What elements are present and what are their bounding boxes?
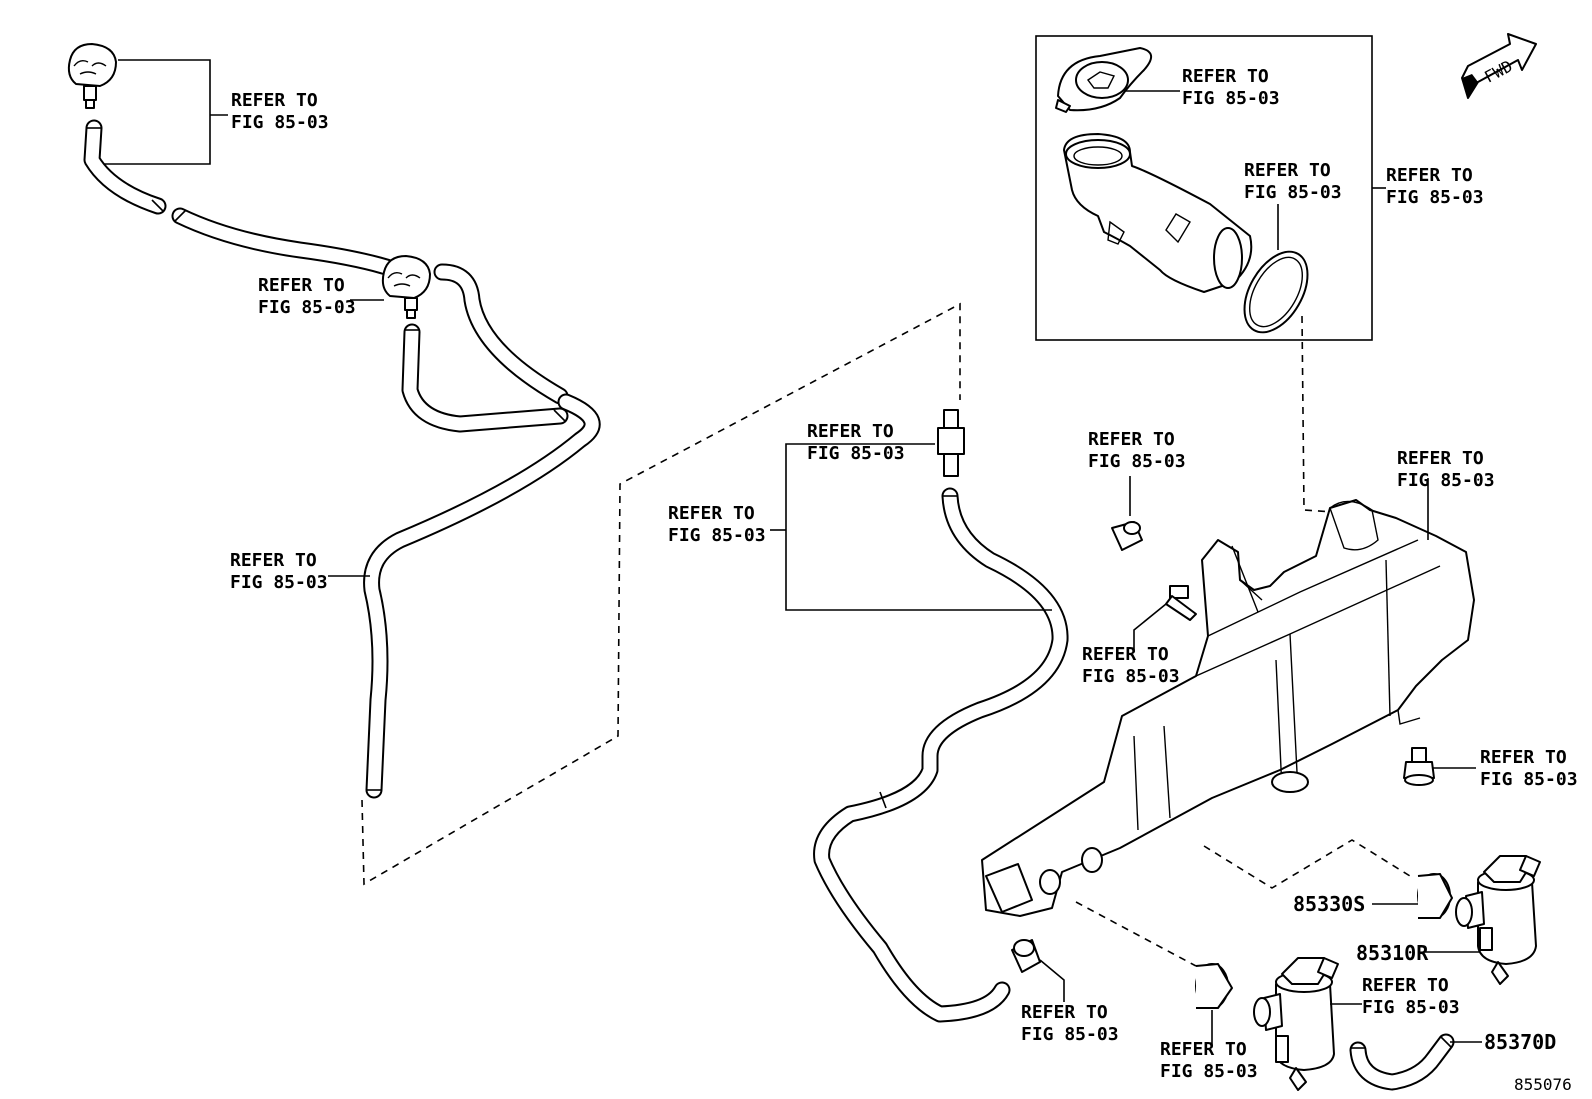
- svg-text:REFER TO: REFER TO: [1160, 1039, 1247, 1060]
- svg-text:FIG 85-03: FIG 85-03: [1362, 997, 1460, 1018]
- washer-hose-center: [813, 487, 1069, 1023]
- callout-bolt-right: REFER TO FIG 85-03: [1480, 747, 1578, 790]
- svg-text:REFER TO: REFER TO: [1362, 975, 1449, 996]
- bolt-right: [1403, 747, 1435, 786]
- fwd-arrow-icon: FWD: [1461, 33, 1537, 99]
- svg-text:FIG 85-03: FIG 85-03: [668, 525, 766, 546]
- svg-text:FIG 85-03: FIG 85-03: [230, 572, 328, 593]
- svg-text:REFER TO: REFER TO: [1386, 165, 1473, 186]
- washer-nozzle-right: [381, 255, 431, 319]
- callout-tank: REFER TO FIG 85-03: [1397, 448, 1495, 491]
- svg-text:REFER TO: REFER TO: [230, 550, 317, 571]
- callout-grommet-top: REFER TO FIG 85-03: [1088, 429, 1186, 472]
- callout-gasket: REFER TO FIG 85-03: [1244, 160, 1342, 203]
- callout-bolt-upper: REFER TO FIG 85-03: [1082, 644, 1180, 687]
- svg-text:FIG 85-03: FIG 85-03: [1082, 666, 1180, 687]
- callout-hose-left: REFER TO FIG 85-03: [230, 550, 328, 593]
- callout-cap: REFER TO FIG 85-03: [1182, 66, 1280, 109]
- part-number-hose: 85370D: [1484, 1030, 1556, 1054]
- washer-nozzle-left: [67, 43, 117, 109]
- svg-text:FIG 85-03: FIG 85-03: [807, 443, 905, 464]
- svg-text:REFER TO: REFER TO: [1397, 448, 1484, 469]
- svg-text:FIG 85-03: FIG 85-03: [1160, 1061, 1258, 1082]
- part-number-grommet: 85330S: [1293, 892, 1365, 916]
- washer-hose-left-assembly: [83, 119, 601, 799]
- svg-text:REFER TO: REFER TO: [807, 421, 894, 442]
- svg-text:REFER TO: REFER TO: [668, 503, 755, 524]
- figure-number: 855076: [1514, 1075, 1572, 1094]
- svg-text:FIG 85-03: FIG 85-03: [1480, 769, 1578, 790]
- callout-hose-bracket: REFER TO FIG 85-03: [668, 503, 766, 546]
- washer-pump-hose: [1349, 1033, 1455, 1091]
- grommet-upper-pump: [1417, 873, 1453, 919]
- washer-filler-inlet: [1063, 133, 1253, 293]
- svg-text:REFER TO: REFER TO: [1182, 66, 1269, 87]
- svg-text:REFER TO: REFER TO: [258, 275, 345, 296]
- svg-text:REFER TO: REFER TO: [1021, 1002, 1108, 1023]
- callout-grommet-bottom: REFER TO FIG 85-03: [1021, 1002, 1119, 1045]
- callout-inlet-box: REFER TO FIG 85-03: [1386, 165, 1484, 208]
- svg-text:REFER TO: REFER TO: [1088, 429, 1175, 450]
- part-number-pump: 85310R: [1356, 941, 1429, 965]
- grommet-bottom: [1011, 939, 1041, 973]
- grommet-lower-pump: [1195, 963, 1233, 1009]
- washer-pump-lower: [1253, 957, 1339, 1091]
- washer-pump-upper: [1455, 855, 1541, 985]
- inlet-gasket: [1243, 250, 1309, 334]
- hose-joint: [937, 409, 965, 477]
- svg-text:FIG 85-03: FIG 85-03: [1397, 470, 1495, 491]
- svg-text:FIG 85-03: FIG 85-03: [1088, 451, 1186, 472]
- svg-text:FIG 85-03: FIG 85-03: [258, 297, 356, 318]
- callout-nozzle-left: REFER TO FIG 85-03: [231, 90, 329, 133]
- svg-text:REFER TO: REFER TO: [231, 90, 318, 111]
- bolt-upper: [1165, 585, 1197, 621]
- washer-tank: [981, 499, 1475, 917]
- callout-joint: REFER TO FIG 85-03: [807, 421, 905, 464]
- svg-text:FIG 85-03: FIG 85-03: [1182, 88, 1280, 109]
- svg-text:FIG 85-03: FIG 85-03: [231, 112, 329, 133]
- svg-text:REFER TO: REFER TO: [1480, 747, 1567, 768]
- svg-text:FIG 85-03: FIG 85-03: [1244, 182, 1342, 203]
- svg-text:FIG 85-03: FIG 85-03: [1021, 1024, 1119, 1045]
- svg-text:REFER TO: REFER TO: [1244, 160, 1331, 181]
- grommet-top: [1111, 521, 1143, 551]
- callout-nozzle-right: REFER TO FIG 85-03: [258, 275, 356, 318]
- washer-tank-cap: [1055, 47, 1152, 113]
- callout-pump-lower: REFER TO FIG 85-03: [1362, 975, 1460, 1018]
- callout-grommet-lower: REFER TO FIG 85-03: [1160, 1039, 1258, 1082]
- svg-text:FIG 85-03: FIG 85-03: [1386, 187, 1484, 208]
- svg-text:REFER TO: REFER TO: [1082, 644, 1169, 665]
